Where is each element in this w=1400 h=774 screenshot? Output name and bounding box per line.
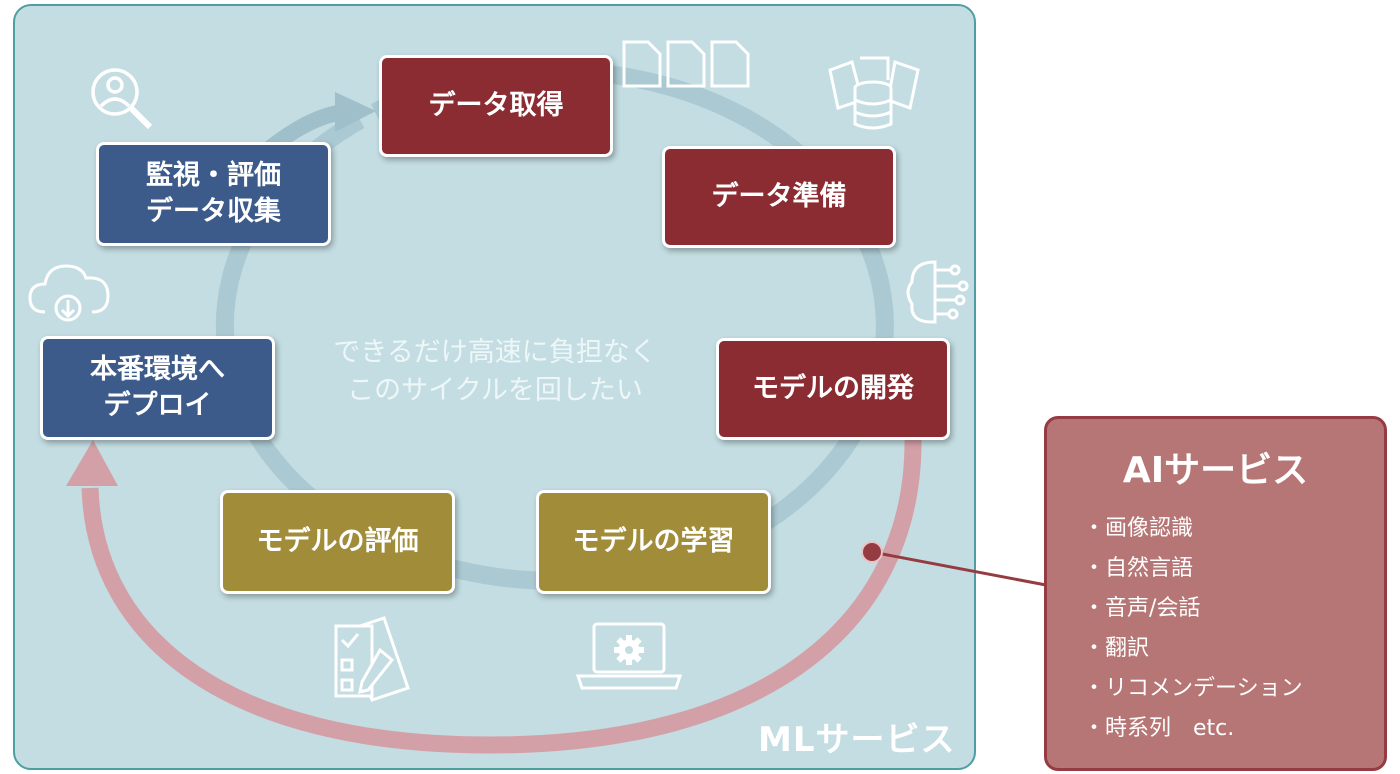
list-item: 自然言語 [1083,549,1303,589]
step-data-preparation: データ準備 [662,146,896,248]
brain-circuit-icon [906,260,969,324]
step-model-training: モデルの学習 [536,490,771,594]
center-message-line2: このサイクルを回したい [347,375,643,406]
ai-service-panel: AIサービス 画像認識 自然言語 音声/会話 翻訳 リコメンデーション 時系列 … [1044,416,1387,771]
step-deploy: 本番環境へ デプロイ [40,336,275,440]
list-item: リコメンデーション [1083,669,1303,709]
ai-service-title: AIサービス [1122,450,1309,491]
step-label: モデルの学習 [572,526,735,557]
step-model-evaluation: モデルの評価 [220,490,455,594]
documents-icon [622,40,750,88]
list-item: 画像認識 [1083,509,1303,549]
ml-service-label: MLサービス [758,720,956,760]
step-label: データ取得 [428,90,564,121]
ai-arc [81,437,922,754]
ai-connector-dot [861,541,883,563]
list-item: 翻訳 [1083,629,1303,669]
list-item: 音声/会話 [1083,589,1303,629]
cycle-arrowhead [335,92,376,132]
search-user-icon [91,68,153,130]
checklist-pencil-icon [334,616,410,702]
ai-service-list: 画像認識 自然言語 音声/会話 翻訳 リコメンデーション 時系列 etc. [1083,509,1303,749]
step-label: モデルの開発 [752,373,914,404]
ai-connector-line [871,550,1047,587]
step-label-line1: 監視・評価 [146,160,281,191]
step-label-line2: デプロイ [103,390,212,421]
step-label: モデルの評価 [256,526,419,557]
step-label: データ準備 [711,181,847,212]
ai-arc-arrowhead [66,440,118,486]
step-label-line1: 本番環境へ [90,354,225,385]
step-label-line2: データ収集 [146,196,281,227]
laptop-gear-icon [575,622,683,690]
list-item: 時系列 etc. [1083,709,1303,749]
step-data-acquisition: データ取得 [379,55,613,157]
step-monitoring: 監視・評価 データ収集 [96,142,331,246]
database-documents-icon [828,56,920,130]
cloud-download-icon [28,264,110,322]
center-message-line1: できるだけ高速に負担なく [333,337,657,368]
center-message: できるだけ高速に負担なく このサイクルを回したい [300,334,690,410]
step-model-development: モデルの開発 [716,338,950,440]
